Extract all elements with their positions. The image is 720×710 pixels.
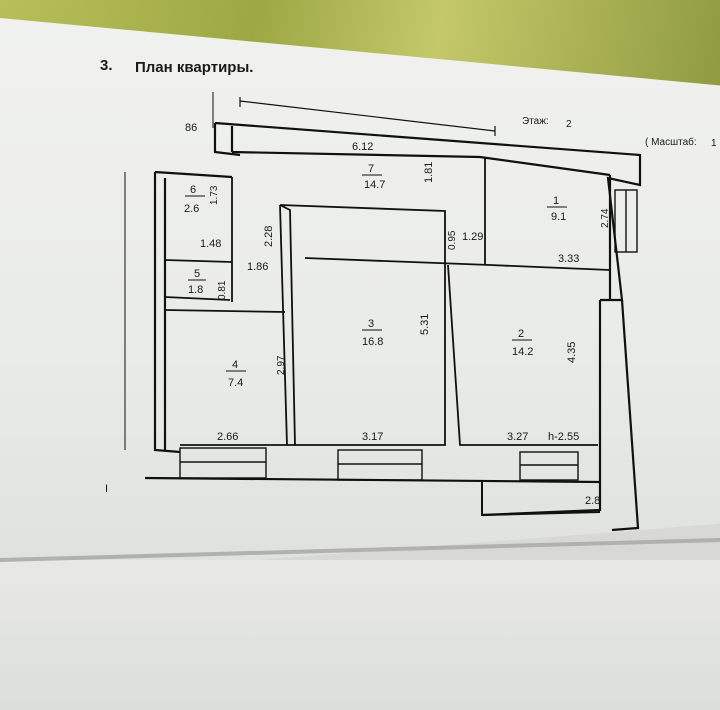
windows <box>179 189 638 481</box>
svg-text:1.8: 1.8 <box>188 284 203 296</box>
sheet-edge-shadow <box>0 538 720 562</box>
room-5-label: 5 1.8 <box>188 268 206 296</box>
svg-text:6: 6 <box>190 184 196 196</box>
dim-0-81: 0.81 <box>217 280 228 300</box>
room-3-label: 3 16.8 <box>362 318 383 348</box>
svg-text:5: 5 <box>194 268 200 280</box>
svg-text:7.4: 7.4 <box>228 377 243 389</box>
svg-text:16.8: 16.8 <box>362 336 383 348</box>
dim-1-29: 1.29 <box>462 231 483 243</box>
dim-6-12: 6.12 <box>352 141 373 153</box>
dim-2-8: 2.8 <box>585 495 600 507</box>
outer-walls <box>144 121 642 532</box>
dim-4-35: 4.35 <box>566 342 578 363</box>
room-4-label: 4 7.4 <box>226 359 246 389</box>
room-1-label: 1 9.1 <box>547 195 567 223</box>
page-title: План квартиры. <box>135 59 253 76</box>
dim-3-27: 3.27 <box>507 431 528 443</box>
dim-3-17: 3.17 <box>362 431 383 443</box>
svg-text:2: 2 <box>518 328 524 340</box>
dim-5-31: 5.31 <box>419 314 431 335</box>
scale-label: ( Масштаб: <box>645 136 697 148</box>
balcony-outline <box>481 480 601 517</box>
dim-86: 86 <box>185 122 197 134</box>
svg-text:7: 7 <box>368 163 374 175</box>
dim-2-74: 2.74 <box>600 208 611 228</box>
dim-1-48: 1.48 <box>200 238 221 250</box>
dim-1-86: 1.86 <box>247 261 268 273</box>
room-2-label: 2 14.2 <box>512 328 533 358</box>
edge-mark: I <box>105 483 108 495</box>
svg-text:1: 1 <box>553 195 559 207</box>
svg-text:14.7: 14.7 <box>364 179 385 191</box>
title-number: 3. <box>100 57 113 74</box>
svg-text:3: 3 <box>368 318 374 330</box>
room-7-label: 7 14.7 <box>362 163 385 191</box>
dim-2-66: 2.66 <box>217 431 238 443</box>
room-6-label: 6 2.6 <box>184 184 205 215</box>
svg-text:9.1: 9.1 <box>551 211 566 223</box>
inner-walls <box>164 157 611 446</box>
dim-1-73: 1.73 <box>209 185 220 205</box>
dim-2-28: 2.28 <box>263 226 275 247</box>
dim-h-2-55: h-2.55 <box>548 431 579 443</box>
dim-0-95: 0.95 <box>447 230 458 250</box>
svg-text:14.2: 14.2 <box>512 346 533 358</box>
floor-label: Этаж: <box>522 116 549 127</box>
scale-value: 1 <box>711 138 717 149</box>
dim-2-97: 2.97 <box>276 355 287 375</box>
svg-text:4: 4 <box>232 359 238 371</box>
dim-3-33: 3.33 <box>558 253 579 265</box>
dim-1-81: 1.81 <box>423 162 435 183</box>
svg-text:2.6: 2.6 <box>184 203 199 215</box>
lower-document-page <box>0 560 720 710</box>
top-dimension-line <box>239 100 496 132</box>
floor-value: 2 <box>566 119 572 130</box>
